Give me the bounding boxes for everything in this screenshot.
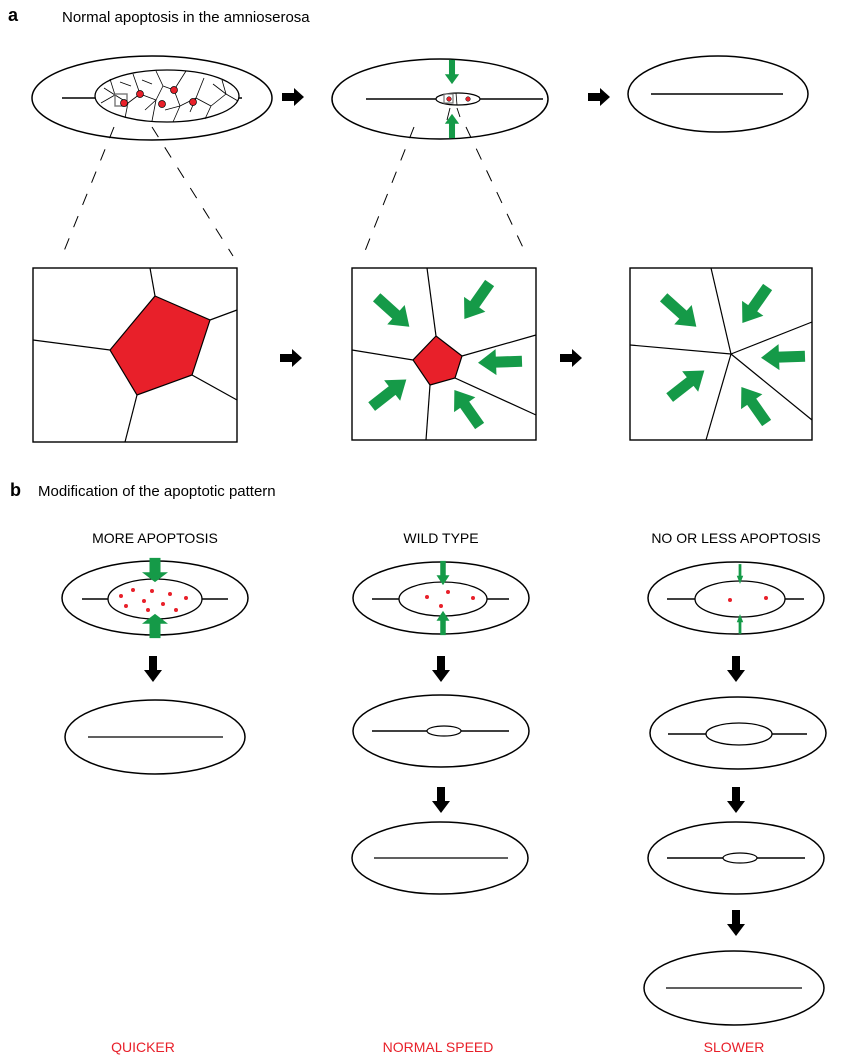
column-label-more-apoptosis: MORE APOPTOSIS bbox=[92, 530, 218, 546]
black-arrow-icon bbox=[432, 656, 450, 682]
column-label-no-or-less-apoptosis: NO OR LESS APOPTOSIS bbox=[651, 530, 820, 546]
column-wild-type bbox=[351, 560, 530, 895]
black-arrow-icon bbox=[280, 349, 302, 367]
speed-label-quicker: QUICKER bbox=[111, 1039, 175, 1055]
column-label-wild-type: WILD TYPE bbox=[403, 530, 478, 546]
zoom-box-2 bbox=[351, 267, 537, 441]
black-arrow-icon bbox=[432, 787, 450, 813]
black-arrow-icon bbox=[727, 656, 745, 682]
black-arrow-icon bbox=[144, 656, 162, 682]
black-arrow-icon bbox=[282, 88, 304, 106]
black-arrow-icon bbox=[560, 349, 582, 367]
embryo-stage-3 bbox=[627, 55, 809, 133]
speed-label-slower: SLOWER bbox=[704, 1039, 765, 1055]
zoom-box-1 bbox=[32, 267, 238, 443]
embryo-stage-2 bbox=[331, 58, 549, 140]
amnioserosa-tissue bbox=[94, 69, 240, 123]
panel-a-title: Normal apoptosis in the amnioserosa bbox=[62, 9, 310, 26]
black-arrow-icon bbox=[727, 910, 745, 936]
speed-label-normal: NORMAL SPEED bbox=[383, 1039, 494, 1055]
black-arrow-icon bbox=[727, 787, 745, 813]
embryo-stage-1 bbox=[31, 55, 273, 141]
column-no-or-less-apoptosis bbox=[643, 561, 827, 1026]
zoom-lines bbox=[61, 126, 528, 257]
black-arrow-icon bbox=[588, 88, 610, 106]
zoom-box-3 bbox=[629, 267, 813, 441]
panel-b-letter: b bbox=[10, 480, 21, 500]
apoptotic-cell bbox=[109, 295, 211, 396]
apoptotic-cell bbox=[412, 335, 463, 386]
panel-b-title: Modification of the apoptotic pattern bbox=[38, 483, 276, 500]
panel-a-letter: a bbox=[8, 5, 19, 25]
column-more-apoptosis bbox=[61, 557, 249, 775]
